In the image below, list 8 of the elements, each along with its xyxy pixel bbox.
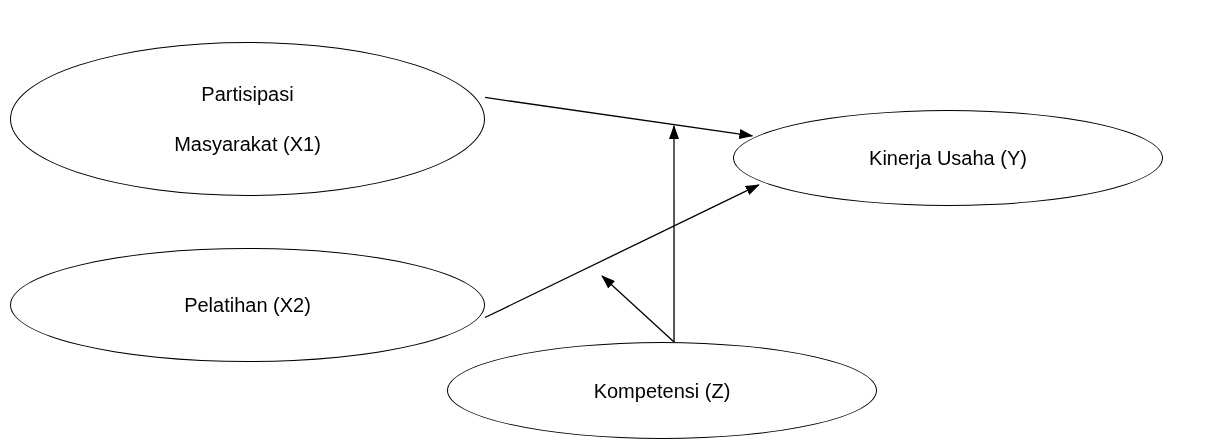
node-label: Partisipasi Masyarakat (X1) — [173, 82, 322, 157]
arrow — [484, 184, 760, 319]
node-label: Kompetensi (Z) — [593, 378, 731, 404]
arrow — [601, 275, 675, 343]
arrow — [669, 125, 679, 343]
node-label: Kinerja Usaha (Y) — [869, 146, 1027, 171]
node-label: Pelatihan (X2) — [184, 293, 311, 318]
arrow — [484, 96, 754, 139]
